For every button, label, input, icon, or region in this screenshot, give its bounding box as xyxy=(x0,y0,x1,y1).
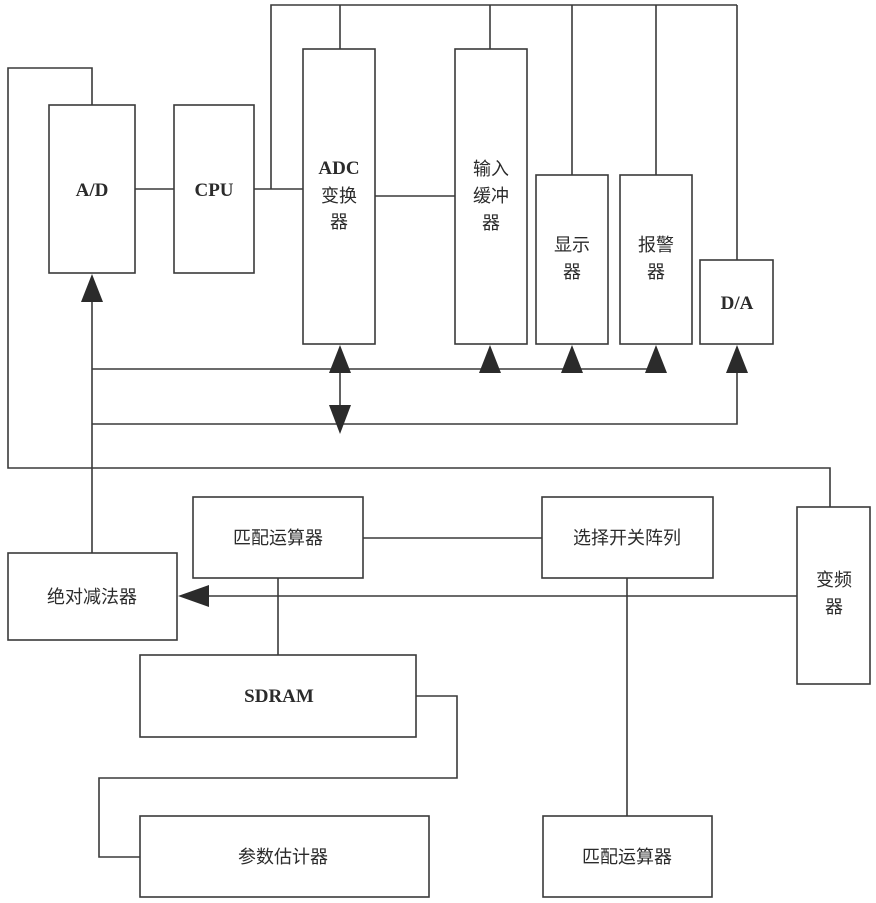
block-freq-converter-label-1: 变频 xyxy=(816,570,852,591)
arrow-up-input-buffer xyxy=(479,345,501,373)
block-input-buffer[interactable]: 输入 缓冲 器 xyxy=(454,48,528,345)
block-adc[interactable]: ADC 变换 器 xyxy=(302,48,376,345)
block-adc-label-1: ADC xyxy=(318,158,359,179)
block-display-label-1: 显示 xyxy=(554,235,590,256)
arrow-down-adc-bus2 xyxy=(329,405,351,434)
wire-cpu-top-bus xyxy=(270,4,737,189)
block-ad[interactable]: A/D xyxy=(48,104,136,274)
block-input-buffer-label-2: 缓冲 xyxy=(473,186,509,207)
arrow-left-abs-subtractor xyxy=(178,585,209,607)
block-da-label: D/A xyxy=(721,293,754,314)
arrow-up-ad xyxy=(81,274,103,302)
block-switch-array[interactable]: 选择开关阵列 xyxy=(541,496,714,579)
block-alarm-label-2: 器 xyxy=(647,262,665,283)
arrow-up-display xyxy=(561,345,583,373)
arrow-up-da xyxy=(726,345,748,373)
block-sdram[interactable]: SDRAM xyxy=(139,654,417,738)
block-switch-array-label: 选择开关阵列 xyxy=(573,528,681,549)
block-display-label-2: 器 xyxy=(563,262,581,283)
arrow-up-adc xyxy=(329,345,351,373)
block-match-unit-2[interactable]: 匹配运算器 xyxy=(542,815,713,898)
block-abs-subtractor-label: 绝对减法器 xyxy=(47,587,137,608)
block-da[interactable]: D/A xyxy=(699,259,774,345)
block-alarm-label-1: 报警 xyxy=(638,235,674,256)
block-match-unit-1[interactable]: 匹配运算器 xyxy=(192,496,364,579)
block-display[interactable]: 显示 器 xyxy=(535,174,609,345)
bus-2 xyxy=(92,370,738,425)
wire-sdram-param-estimator xyxy=(98,695,458,858)
block-param-estimator[interactable]: 参数估计器 xyxy=(139,815,430,898)
arrow-up-alarm xyxy=(645,345,667,373)
block-adc-label-3: 器 xyxy=(330,212,348,233)
block-cpu-label: CPU xyxy=(194,180,233,201)
block-adc-label-2: 变换 xyxy=(321,186,357,207)
block-abs-subtractor[interactable]: 绝对减法器 xyxy=(7,552,178,641)
block-cpu[interactable]: CPU xyxy=(173,104,255,274)
block-alarm[interactable]: 报警 器 xyxy=(619,174,693,345)
block-input-buffer-label-1: 输入 xyxy=(473,159,509,180)
block-freq-converter-label-2: 器 xyxy=(825,597,843,618)
wires xyxy=(7,4,831,858)
block-match-unit-1-label: 匹配运算器 xyxy=(233,528,323,549)
block-sdram-label: SDRAM xyxy=(244,686,314,707)
block-input-buffer-label-3: 器 xyxy=(482,213,500,234)
block-match-unit-2-label: 匹配运算器 xyxy=(582,847,672,868)
block-freq-converter[interactable]: 变频 器 xyxy=(796,506,871,685)
block-param-estimator-label: 参数估计器 xyxy=(238,847,328,868)
arrows xyxy=(81,274,748,607)
wire-ad-to-freq-converter xyxy=(7,67,831,507)
block-ad-label: A/D xyxy=(76,180,109,201)
